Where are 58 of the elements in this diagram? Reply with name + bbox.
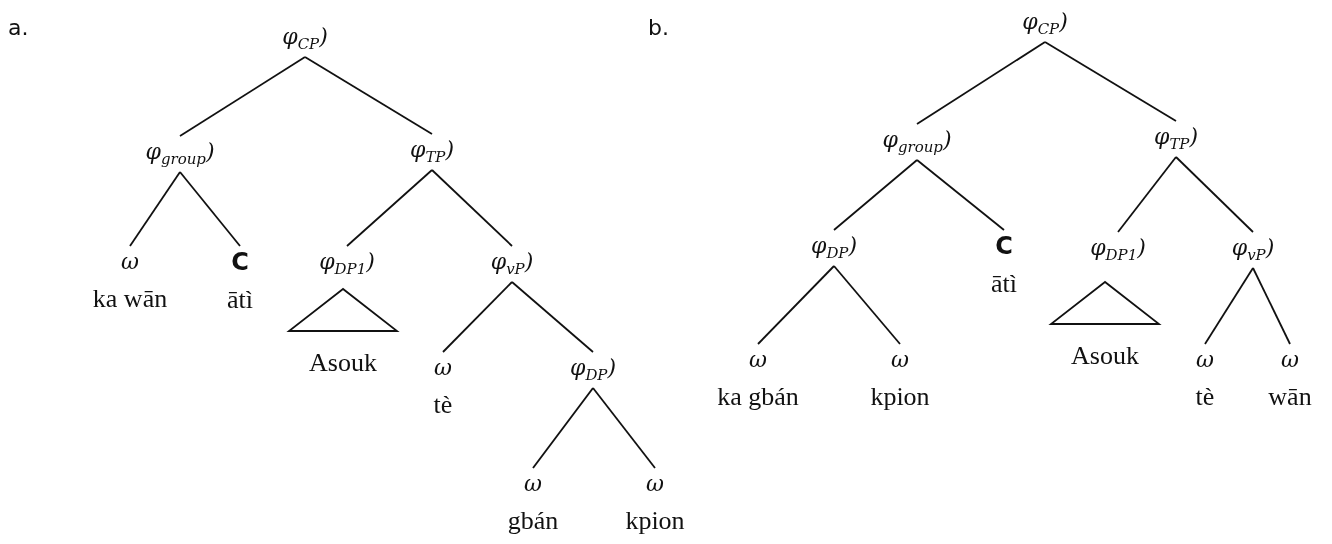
- category-label: φ$_{TP}$): [410, 136, 454, 164]
- category-label: φ$_{DP1}$): [1090, 234, 1146, 262]
- category-label: ω: [1196, 346, 1214, 374]
- tree-branch: [1175, 156, 1254, 233]
- category-label: ω: [121, 248, 139, 276]
- tree-branch: [431, 169, 513, 247]
- tree-branch: [757, 265, 835, 345]
- tree-branch: [916, 159, 1005, 231]
- category-label: ω: [749, 346, 767, 374]
- tree-branch: [833, 159, 918, 231]
- tree-branch: [592, 387, 656, 469]
- tree-branch: [511, 281, 594, 353]
- word: ātì: [991, 269, 1017, 299]
- category-label: φ$_{DP}$): [810, 232, 858, 260]
- category-label: ω: [524, 470, 542, 498]
- triangle-shape: [1050, 281, 1160, 325]
- tree-branch: [346, 169, 433, 247]
- word: gbán: [507, 506, 559, 536]
- word: ka wān: [92, 284, 168, 314]
- category-label: φ$_{CP}$): [1022, 8, 1068, 36]
- category-label: ω: [646, 470, 664, 498]
- panel-label: b.: [648, 14, 669, 42]
- tree-branch: [1252, 267, 1291, 345]
- word: kpion: [870, 382, 930, 412]
- category-label: C: [231, 248, 249, 277]
- category-label: φ$_{DP}$): [569, 354, 617, 382]
- category-label: ω: [1281, 346, 1299, 374]
- word: tè: [433, 390, 453, 420]
- word: wān: [1268, 382, 1312, 412]
- tree-branch: [179, 171, 241, 247]
- tree-branch: [1117, 156, 1177, 233]
- triangle-shape: [288, 288, 398, 332]
- category-label: φ$_{group}$): [882, 126, 952, 154]
- word: Asouk: [309, 348, 377, 378]
- word: kpion: [625, 506, 685, 536]
- panel-label: a.: [8, 14, 29, 42]
- tree-branch: [129, 171, 181, 247]
- category-label: C: [995, 232, 1013, 261]
- category-label: ω: [434, 354, 452, 382]
- category-label: φ$_{CP}$): [282, 23, 328, 51]
- tree-branch: [1204, 267, 1254, 345]
- category-label: ω: [891, 346, 909, 374]
- tree-branch: [833, 265, 901, 345]
- tree-branch: [532, 387, 594, 469]
- tree-branch: [1044, 41, 1177, 122]
- word: ātì: [227, 285, 253, 315]
- category-label: φ$_{TP}$): [1154, 123, 1198, 151]
- category-label: φ$_{group}$): [145, 138, 215, 166]
- tree-branch: [304, 56, 433, 135]
- category-label: φ$_{vP}$): [1231, 234, 1275, 262]
- word: Asouk: [1071, 341, 1139, 371]
- word: ka gbán: [717, 382, 799, 412]
- tree-branch: [916, 41, 1046, 125]
- category-label: φ$_{DP1}$): [319, 248, 375, 276]
- word: tè: [1195, 382, 1215, 412]
- tree-branch: [179, 56, 306, 137]
- category-label: φ$_{vP}$): [490, 248, 534, 276]
- tree-branch: [442, 281, 513, 353]
